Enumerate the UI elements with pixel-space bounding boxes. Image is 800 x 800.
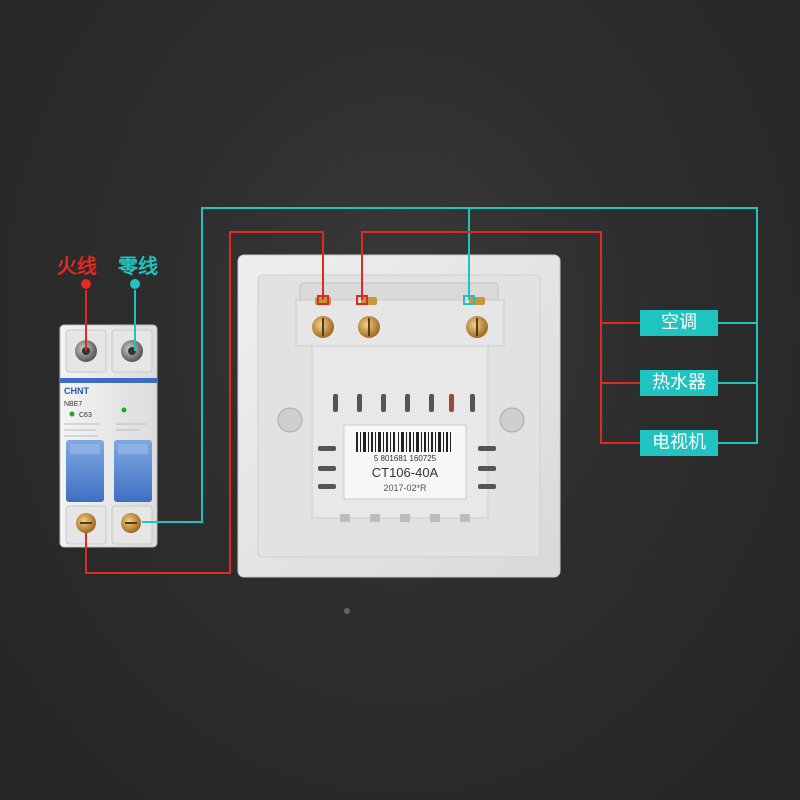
socket-model: CT106-40A: [372, 465, 439, 480]
load-label-water-heater: 热水器: [640, 370, 718, 396]
breaker-toggle-left: [66, 440, 104, 502]
breaker-toggle-right: [114, 440, 152, 502]
socket-backplate: 5 801681 160725 CT106-40A 2017-02*R: [237, 254, 561, 578]
socket-barcode-label: 5 801681 160725 CT106-40A 2017-02*R: [343, 424, 467, 500]
neutral-wire-label: 零线: [118, 254, 158, 278]
socket-date: 2017-02*R: [383, 483, 427, 493]
live-wires: [85, 231, 640, 574]
barcode-number: 5 801681 160725: [374, 454, 437, 463]
load-label-air-conditioner: 空调: [640, 310, 718, 336]
neutral-wire-dot: [130, 279, 140, 289]
neutral-wires: [134, 207, 758, 523]
breaker-brand: CHNT: [64, 386, 89, 396]
live-wire-dot: [81, 279, 91, 289]
breaker-model: NBE7: [64, 401, 82, 408]
circuit-breaker: CHNT NBE7 C63: [59, 324, 158, 548]
live-wire-label: 火线: [57, 254, 97, 278]
breaker-rating: C63: [79, 412, 92, 419]
load-label-television: 电视机: [640, 430, 718, 456]
